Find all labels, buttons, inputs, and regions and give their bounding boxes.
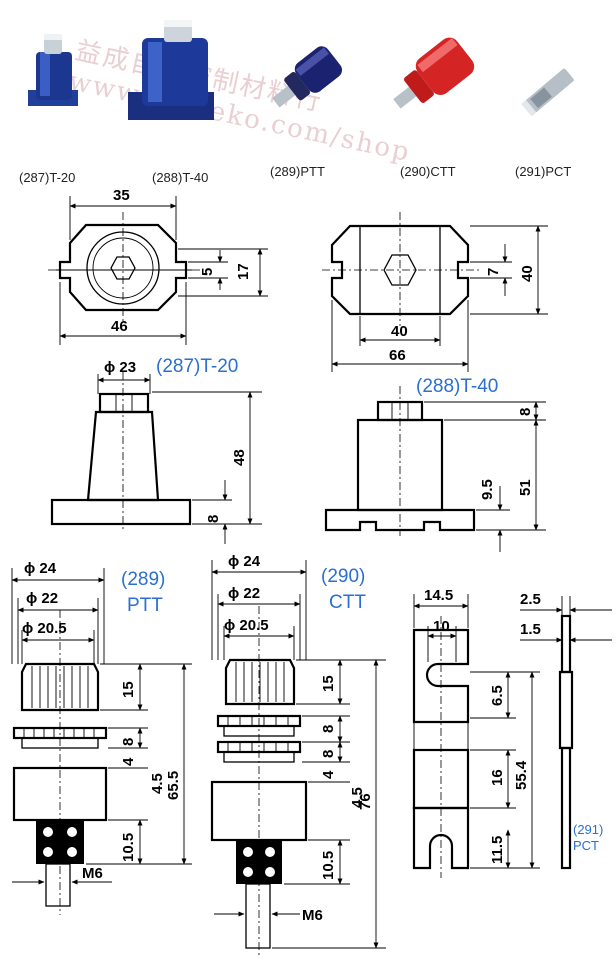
ptt-drawing (11, 568, 192, 915)
t40-dim-width-body: 40 (391, 323, 408, 340)
ctt-dim-d1: ϕ 24 (228, 553, 261, 570)
title-pct-num: (291) (573, 822, 604, 837)
t40-dim-base: 9.5 (479, 479, 496, 500)
t40-dim-height-plan: 40 (519, 265, 536, 282)
ptt-dim-h5: 10.5 (120, 833, 137, 862)
ctt-dim-h1: 15 (320, 675, 337, 692)
pct-dim-h1: 6.5 (489, 685, 506, 706)
t20-dim-slot: 5 (199, 268, 216, 276)
t20-dim-height-plan: 17 (235, 263, 252, 280)
title-t40: (288)T-40 (416, 376, 499, 397)
ptt-dim-h4: 4.5 (149, 773, 166, 794)
t40-plan-view (322, 212, 548, 372)
ptt-dim-thread: M6 (82, 865, 103, 882)
title-ptt-num: (289) (121, 569, 166, 590)
title-ctt-num: (290) (321, 566, 366, 587)
t40-elevation (324, 386, 546, 552)
pct-front-view (412, 594, 540, 878)
pct-side-view (520, 596, 612, 870)
pct-dim-t2: 1.5 (520, 621, 541, 638)
pct-dim-h2: 16 (489, 769, 506, 786)
t40-dim-slot: 7 (485, 268, 502, 276)
title-ptt-name: PTT (127, 595, 163, 616)
pct-dim-w2: 10 (433, 618, 450, 635)
title-ctt-name: CTT (329, 592, 366, 613)
caption-pct: (291)PCT (515, 164, 572, 179)
ctt-dim-h3: 8 (320, 750, 337, 758)
t20-photo (28, 34, 78, 106)
title-pct-name: PCT (573, 838, 599, 853)
t20-dim-width-base: 46 (111, 318, 128, 335)
title-t20: (287)T-20 (156, 356, 239, 377)
caption-ptt: (289)PTT (270, 164, 325, 179)
pct-dim-h4: 11.5 (489, 836, 506, 864)
caption-t20: (287)T-20 (19, 170, 76, 185)
pct-dim-w1: 14.5 (424, 587, 453, 604)
ptt-dim-h2: 8 (120, 738, 137, 746)
t40-dim-height: 51 (517, 479, 534, 496)
t40-dim-nut: 8 (517, 408, 534, 416)
t20-elevation (50, 372, 262, 544)
ctt-dim-total: 76 (357, 793, 374, 810)
ctt-dim-h6: 10.5 (320, 851, 337, 880)
ctt-dim-h5: 4.5 (349, 787, 366, 808)
ctt-dim-h4: 4 (320, 770, 337, 779)
ptt-dim-d1: ϕ 24 (24, 560, 57, 577)
pct-dim-h3: 55.4 (513, 760, 530, 790)
ctt-drawing (210, 560, 386, 956)
ptt-dim-h3: 4 (120, 757, 137, 766)
t20-plan-view (48, 196, 268, 345)
ctt-dim-d2: ϕ 22 (228, 585, 260, 602)
pct-photo (521, 68, 574, 117)
t40-photo (128, 20, 214, 120)
t20-dim-base: 8 (205, 515, 222, 523)
ptt-photo (272, 46, 343, 108)
t20-dim-height: 48 (231, 449, 248, 466)
ctt-dim-thread: M6 (302, 907, 323, 924)
product-photos (28, 20, 574, 120)
ctt-dim-h2: 8 (320, 725, 337, 733)
ptt-dim-d2: ϕ 22 (26, 590, 58, 607)
t20-dim-dia-nut: ϕ 23 (104, 359, 136, 376)
ptt-dim-total: 65.5 (165, 771, 182, 800)
ctt-photo (393, 37, 475, 109)
ptt-dim-h1: 15 (120, 681, 137, 698)
ptt-dim-d3: ϕ 20.5 (22, 620, 67, 637)
caption-t40: (288)T-40 (152, 170, 209, 185)
t20-dim-width-top: 35 (113, 187, 130, 204)
ctt-dim-d3: ϕ 20.5 (224, 617, 269, 634)
pct-dim-t1: 2.5 (520, 591, 541, 608)
t40-dim-width-base: 66 (389, 347, 406, 364)
caption-ctt: (290)CTT (400, 164, 456, 179)
